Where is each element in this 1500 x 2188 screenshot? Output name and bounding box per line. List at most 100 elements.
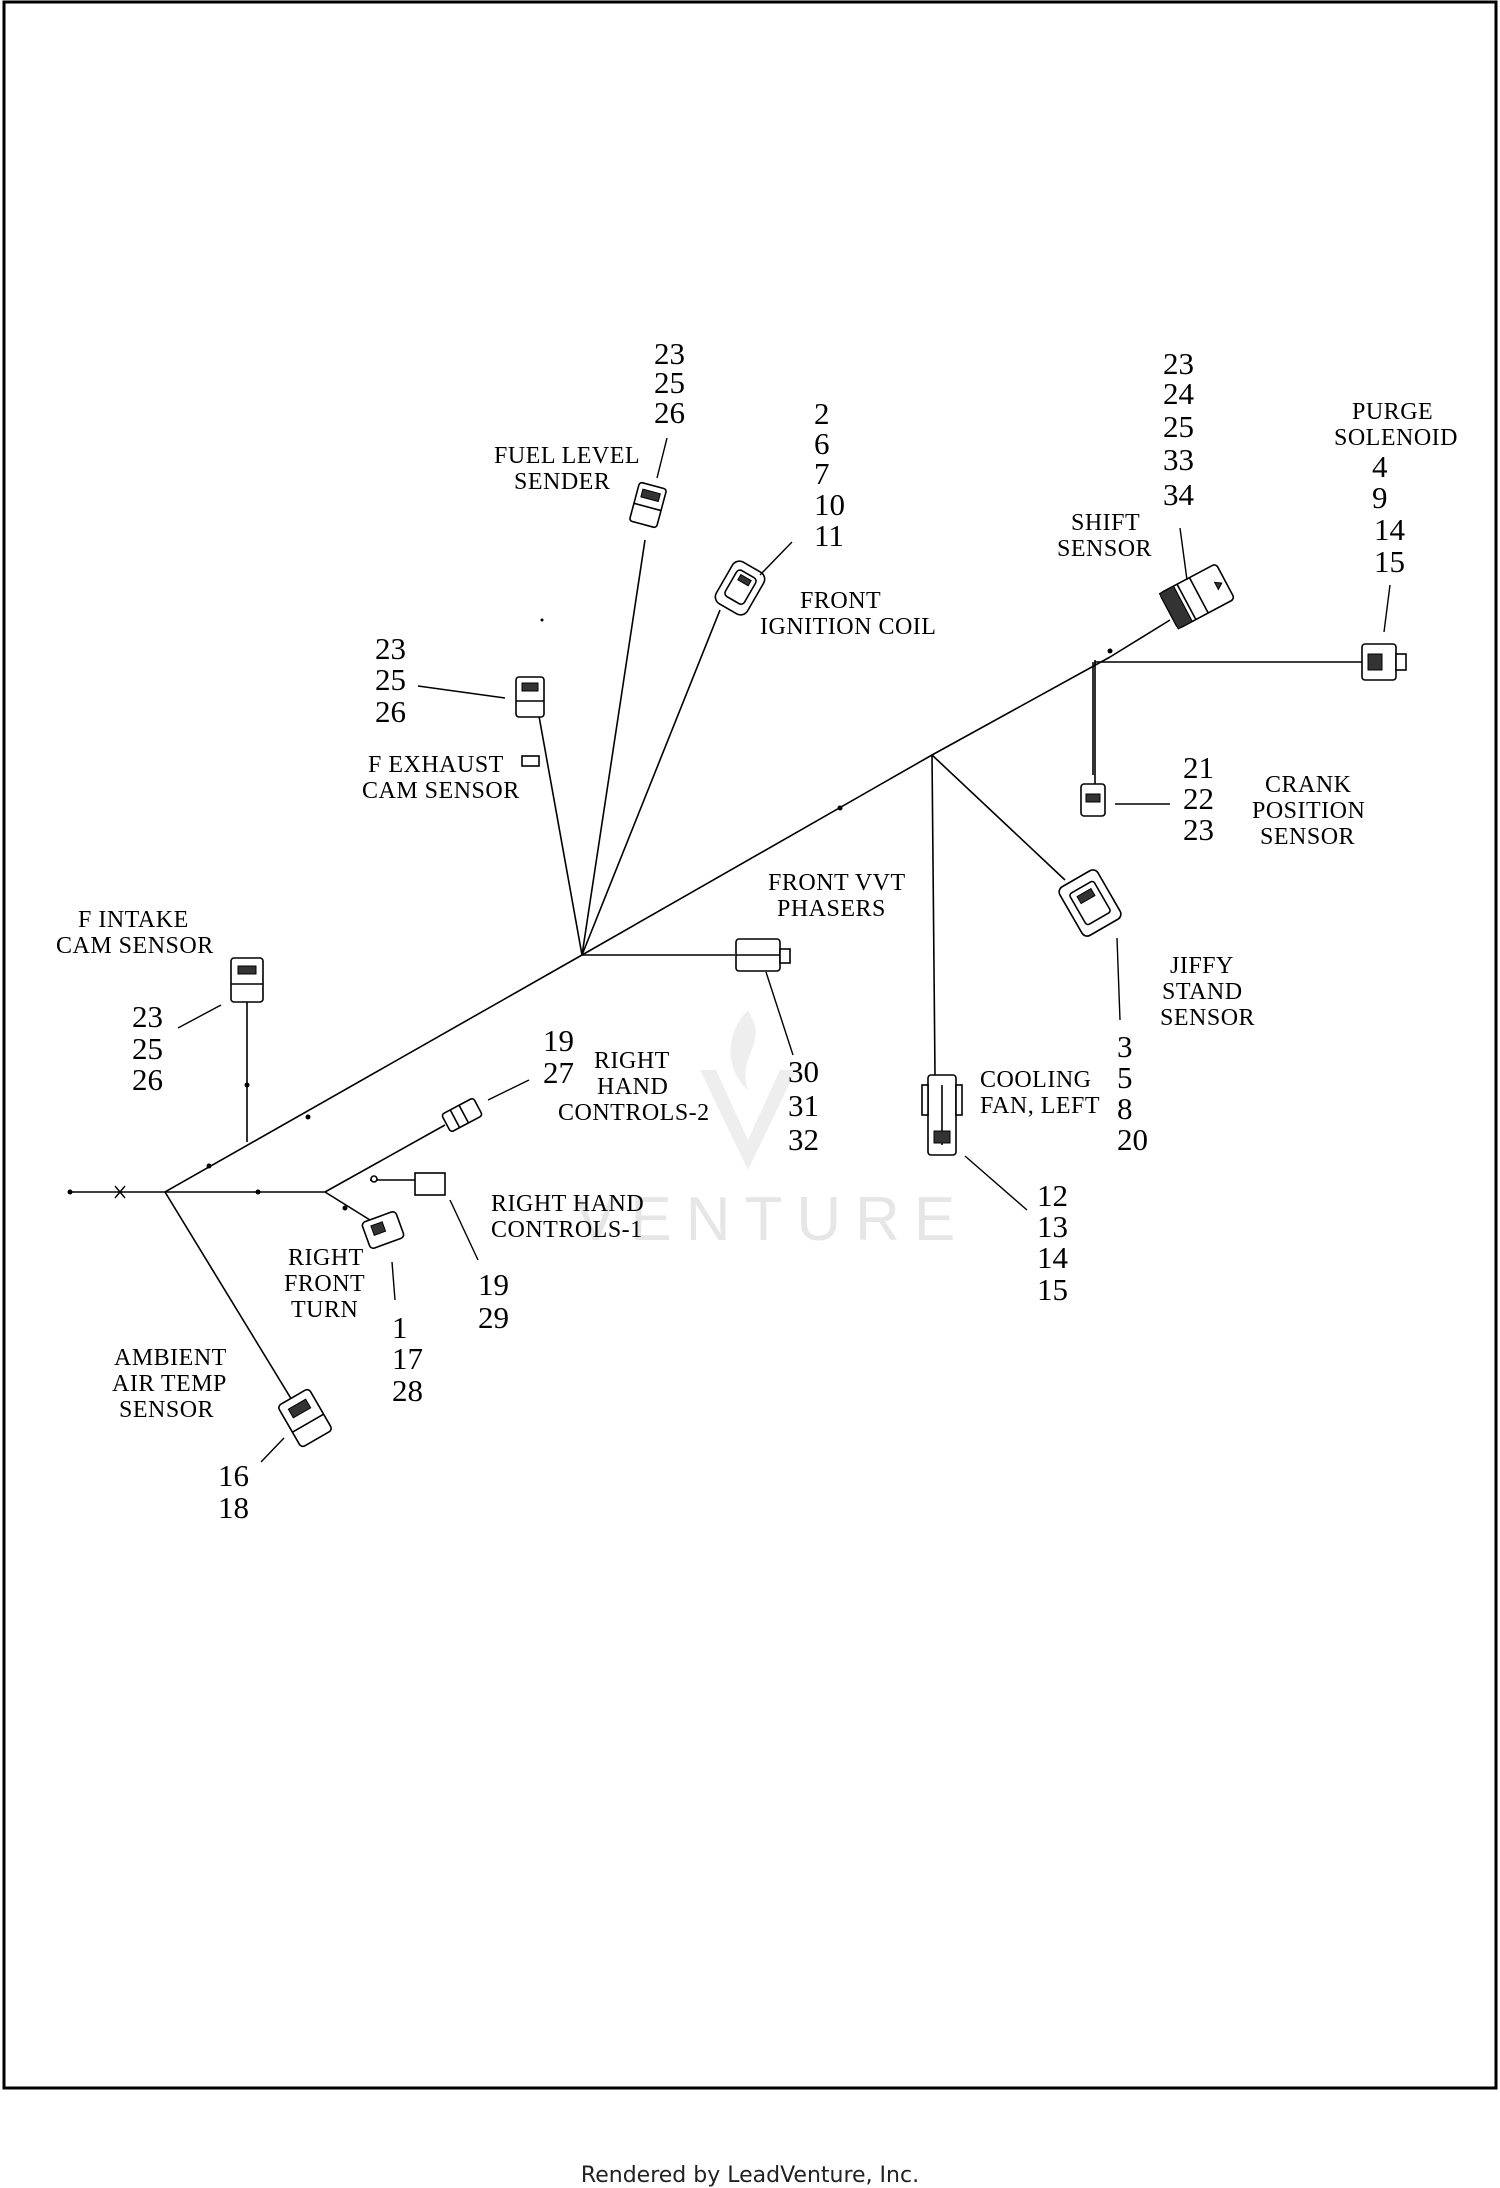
label-line: CRANK [1265,772,1352,798]
shift-sensor-connector [1158,564,1235,630]
ref-number: 25 [132,1031,163,1066]
ref-number: 31 [788,1088,819,1123]
ref-number: 12 [1037,1178,1068,1213]
ref-number: 2 [814,396,830,431]
ref-number: 13 [1037,1209,1068,1244]
ref-number: 23 [1163,346,1194,381]
label-line: RIGHT [288,1245,364,1271]
label-line: IGNITION COIL [760,614,936,640]
label-line: FRONT [800,588,881,614]
jiffy-stand-sensor-connector [1058,869,1122,937]
ref-number: 26 [132,1062,163,1097]
ref-number: 23 [132,999,163,1034]
callout-f-intake-cam-sensor: F INTAKE CAM SENSOR 23 25 26 [56,907,214,1097]
ref-number: 24 [1163,376,1195,411]
ref-number: 20 [1117,1122,1148,1157]
ref-number: 23 [375,631,406,666]
purge-solenoid-connector [1361,643,1407,681]
callout-front-ignition-coil: 2 6 7 10 11 FRONT IGNITION COIL [760,396,936,640]
label-line: CAM SENSOR [56,933,214,959]
callout-jiffy-stand-sensor: JIFFY STAND SENSOR 3 5 8 20 [1117,953,1255,1157]
label-line: SENSOR [119,1397,214,1423]
label-line: CONTROLS-2 [558,1100,710,1126]
ref-number: 25 [375,662,406,697]
front-ignition-coil-connector [714,560,766,616]
callout-f-exhaust-cam-sensor: F EXHAUST CAM SENSOR [362,752,520,804]
label-line: SENSOR [1057,536,1152,562]
watermark-text: VENTURE [575,1185,969,1254]
harness-wires [67,539,1365,1411]
callout-right-hand-controls-2: 19 27 RIGHT HAND CONTROLS-2 [543,1023,710,1126]
label-line: CONTROLS-1 [491,1217,643,1243]
callout-front-vvt-phasers: FRONT VVT PHASERS 30 31 32 [768,870,906,1157]
label-line: JIFFY [1170,953,1234,979]
label-line: SENDER [514,469,610,495]
label-line: FRONT VVT [768,870,906,896]
ref-number: 15 [1374,544,1405,579]
fuel-level-sender-connector [629,481,667,529]
label-line: SENSOR [1160,1005,1255,1031]
ref-number: 16 [218,1458,249,1493]
ref-number: 30 [788,1054,819,1089]
label-line: FRONT [284,1271,365,1297]
callout-right-front-turn: RIGHT FRONT TURN 1 17 28 [284,1245,423,1408]
ref-number: 22 [1183,781,1214,816]
ref-number: 4 [1372,449,1388,484]
ref-number: 23 [654,336,685,371]
ref-number: 26 [375,694,406,729]
unlabeled-connector [515,676,545,718]
cooling-fan-left-connector [921,1074,963,1156]
ref-number: 34 [1163,477,1195,512]
ref-number: 10 [814,487,845,522]
ref-number: 18 [218,1490,249,1525]
callout-ambient-air-temp-sensor: AMBIENT AIR TEMP SENSOR 16 18 [112,1345,249,1525]
ref-number: 28 [392,1373,423,1408]
ref-number: 8 [1117,1091,1133,1126]
label-line: F INTAKE [78,907,189,933]
watermark: VENTURE [575,1010,969,1254]
front-vvt-phasers-connector [735,938,791,972]
label-line: SHIFT [1071,510,1140,536]
ref-number: 23 [1183,812,1214,847]
label-line: F EXHAUST [368,752,504,778]
label-line: PURGE [1352,399,1433,425]
label-line: HAND [597,1074,668,1100]
ref-number: 25 [1163,409,1194,444]
label-line: TURN [291,1297,358,1323]
ref-number: 14 [1374,512,1406,547]
ref-number: 25 [654,365,685,400]
label-line: SOLENOID [1334,425,1458,451]
f-intake-cam-sensor-connector [230,957,264,1003]
callout-purge-solenoid: PURGE SOLENOID 4 9 14 15 [1334,399,1458,579]
footer-credit: Rendered by LeadVenture, Inc. [580,2163,920,2188]
ref-number: 6 [814,426,830,461]
callout-crank-position-sensor: 21 22 23 CRANK POSITION SENSOR [1183,750,1365,850]
connectors [230,481,1407,1448]
ref-number: 19 [543,1023,574,1058]
callout-shift-sensor: 23 24 25 33 34 SHIFT SENSOR [1057,346,1195,562]
callout-unlabeled-connector: 23 25 26 [375,631,406,729]
ref-number: 29 [478,1300,509,1335]
ref-number: 1 [392,1310,408,1345]
ref-number: 26 [654,395,685,430]
right-hand-controls-1-connector [370,1172,446,1196]
ref-number: 32 [788,1122,819,1157]
label-line: STAND [1162,979,1243,1005]
ref-number: 21 [1183,750,1214,785]
ambient-air-temp-sensor-connector [278,1388,332,1448]
label-line: AMBIENT [114,1345,227,1371]
label-line: AIR TEMP [112,1371,227,1397]
label-line: COOLING [980,1067,1092,1093]
label-line: CAM SENSOR [362,778,520,804]
page-border [2,0,1498,2090]
callout-fuel-level-sender: 23 25 26 FUEL LEVEL SENDER [494,336,685,495]
ref-number: 33 [1163,442,1194,477]
callout-right-hand-controls-1: RIGHT HAND CONTROLS-1 19 29 [478,1191,644,1335]
ref-number: 11 [814,518,844,553]
labels: 23 25 26 FUEL LEVEL SENDER 2 6 7 10 11 F… [56,336,1458,1525]
leader-lines [177,437,1391,1463]
right-front-turn-connector [361,1211,405,1249]
crank-position-sensor-connector [1080,783,1106,817]
ref-number: 3 [1117,1029,1133,1064]
